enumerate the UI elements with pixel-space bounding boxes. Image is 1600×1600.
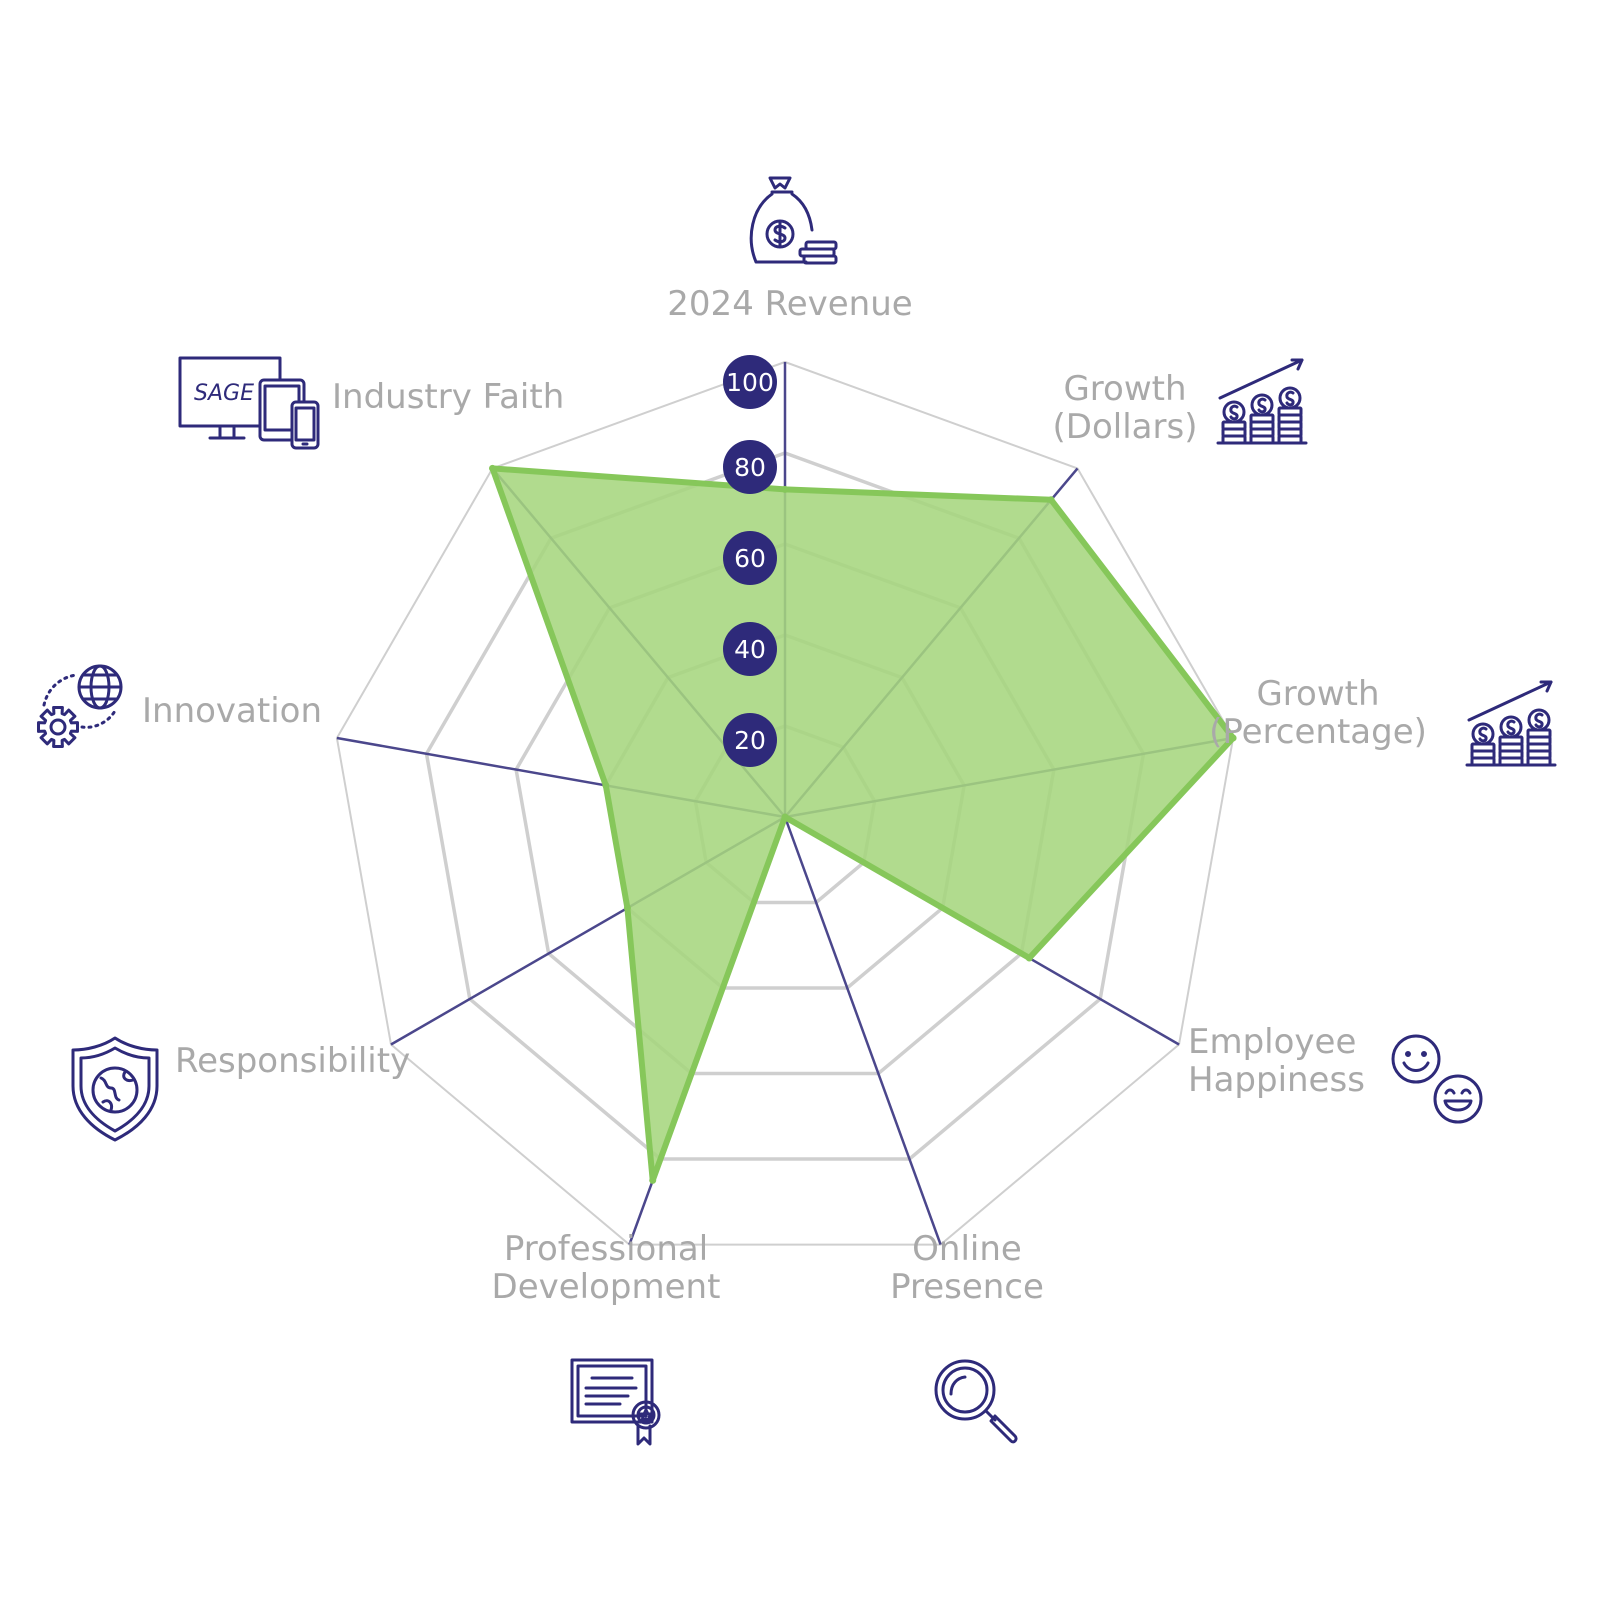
- globe-gear-icon: [37, 664, 123, 748]
- data-point-employee-happiness: [1025, 954, 1033, 962]
- tick-layer: 20 40 60 80 100: [723, 355, 777, 767]
- money-bag-icon: [749, 176, 838, 265]
- devices-icon: SAGE: [178, 356, 320, 450]
- series-layer: [489, 464, 1237, 1184]
- data-point-industry-faith: [489, 464, 496, 472]
- axis-label-innovation: Innovation: [142, 691, 322, 731]
- tick-badge-20: [723, 713, 777, 767]
- axis-label-responsibility: Responsibility: [175, 1041, 410, 1081]
- icon-layer: SAGE: [37, 176, 1557, 1446]
- growth-coins-icon: [1465, 680, 1557, 767]
- tick-label-60: 60: [734, 544, 766, 573]
- growth-coins-icon: [1216, 358, 1308, 445]
- data-point-responsibility: [623, 904, 631, 912]
- tick-label-40: 40: [734, 635, 766, 664]
- data-point-professional-development: [649, 1176, 657, 1184]
- tick-label-20: 20: [734, 726, 766, 755]
- tick-badge-60: [723, 531, 777, 585]
- data-point-growth-dollars: [1047, 496, 1055, 504]
- axis-label-growth-percentage: Growth(Percentage): [1209, 674, 1427, 752]
- tick-badge-40: [723, 622, 777, 676]
- axis-line-online-presence: [783, 816, 942, 1246]
- axis-label-industry-faith: Industry Faith: [332, 377, 564, 417]
- data-point-innovation: [602, 781, 610, 789]
- axis-label-growth-dollars: Growth(Dollars): [1053, 369, 1198, 447]
- grid-ring-100: [335, 360, 1235, 1246]
- tick-badge-80: [723, 440, 777, 494]
- tick-badge-100: [723, 355, 777, 409]
- tick-label-100: 100: [726, 368, 774, 397]
- data-point-online-presence: [781, 813, 789, 821]
- shield-globe-icon: [71, 1036, 159, 1142]
- certificate-icon: [570, 1358, 661, 1446]
- series-area-0: [489, 465, 1237, 1184]
- sage-logo-text: SAGE: [194, 381, 254, 406]
- smiley-faces-icon: [1391, 1034, 1483, 1124]
- data-point-growth-percentage: [1229, 734, 1237, 742]
- data-point-2024-revenue: [781, 485, 789, 493]
- magnifier-icon: [934, 1359, 1018, 1444]
- tick-label-80: 80: [734, 453, 766, 482]
- axis-label-2024-revenue: 2024 Revenue: [667, 284, 912, 324]
